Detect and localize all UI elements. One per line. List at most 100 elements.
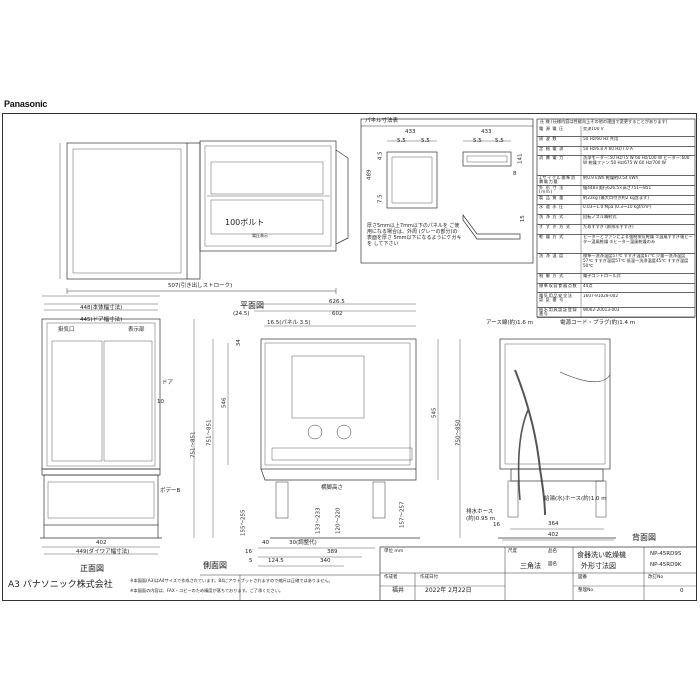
spec-value: 50 Hz/60 Hz 共用	[583, 136, 619, 141]
spec-key: 水 道 水 圧	[539, 204, 564, 210]
tb-regno-label: 整理No	[578, 588, 594, 593]
tb-title: 外形寸法図	[581, 562, 616, 570]
spec-key: 周 波 数	[539, 135, 558, 141]
front-latch: 掛気口	[58, 327, 75, 333]
note-1: ※本図面(A3)はA4サイズで作成されています。B4にアウトプットされますので縮…	[130, 578, 333, 583]
side-panel-dim: 16.5(パネル 3.5)	[267, 320, 311, 326]
front-door-label: ドア	[162, 380, 174, 386]
spec-row: 外 形 寸 法 (mm) 幅448×奥行626.5×高さ751〜851	[537, 185, 695, 196]
panel-w433-b: 433	[481, 129, 492, 135]
tb-name: 食器洗い乾燥機	[577, 551, 626, 559]
panel-h45: 4.5	[377, 151, 384, 161]
side-dim-389: 389	[327, 549, 338, 555]
spec-value: ヒーターとファンによる強制排気乾燥 ①温風すすぎ後ヒーター温風乾燥 ②ヒーター温…	[583, 234, 693, 244]
panel-d55-b: 5.5	[421, 138, 430, 144]
front-door-width: 445(ドア幅寸法)	[80, 317, 123, 323]
spec-value: 標準—洗浄温度57℃ すすぎ温度67℃ 少量—洗浄温度57℃ すすぎ温度57℃ …	[583, 254, 689, 268]
spec-key: 標準収容食器点数	[539, 282, 578, 288]
spec-key: 給水用具認証登録番号	[539, 307, 578, 317]
spec-key: 電 源 電 圧	[539, 126, 564, 131]
tb-date: 2022年 2月22日	[425, 587, 472, 594]
side-h-155: 155〜255	[240, 509, 247, 537]
brand-logo: Panasonic	[4, 99, 48, 109]
tb-model-2: NP-45RD9K	[650, 562, 682, 568]
spec-row: 電 源 電 圧交流100 V	[537, 126, 695, 137]
plan-bolt-sub: 電圧表示	[252, 233, 268, 238]
spec-key: 1サイクル標準消費電力量	[539, 174, 576, 185]
panel-h141: 141	[517, 153, 524, 165]
side-h-157: 157〜257	[399, 501, 406, 529]
side-h-545: 545	[431, 407, 438, 419]
side-h-133: 133〜233	[315, 507, 322, 535]
drawing-frame	[2, 113, 697, 601]
side-view-outline	[212, 303, 461, 567]
side-foot-label: 横脚高さ	[321, 485, 344, 491]
spec-value: 44点	[583, 283, 593, 288]
back-earth-wire: アース線(約)1.6 m	[486, 320, 534, 326]
side-h-546: 546	[221, 397, 228, 409]
spec-key: 外 形 寸 法 (mm)	[539, 184, 564, 194]
spec-title: 仕 様 (仕様内容は性能向上その他の理由で変更することがあります)	[540, 119, 668, 124]
side-dim-16: 16	[245, 549, 252, 555]
side-view-title: 側面図	[203, 561, 227, 570]
tb-maker: 福井	[392, 587, 405, 594]
spec-value: 約22kg (最大口付き約2 kg含まず)	[583, 195, 649, 200]
side-dim-340: 340	[320, 558, 331, 564]
panel-note: 厚さ5mm以上7mm以下のパネルを ご使用になる場合は、外周 (グレーの部分)の…	[367, 223, 462, 247]
front-dim-10: 10	[157, 399, 164, 405]
side-dim-30: 30(調整代)	[289, 540, 317, 546]
tb-date-label: 作成日付	[420, 575, 438, 580]
side-h-751: 751〜851	[206, 419, 213, 447]
tb-model-1: NP-45RD9S	[650, 551, 682, 557]
side-depth-602: 602	[332, 311, 343, 317]
spec-row: す す ぎ 方 式ためすすぎ (節排水すすぎ)	[537, 224, 695, 235]
spec-row: 1サイクル標準消費電力量約0.9 kWh 乾燥約0.54 kWh	[537, 175, 695, 186]
back-view-outline	[498, 338, 616, 541]
spec-row: 周 波 数 50 Hz/60 Hz 共用	[537, 136, 695, 147]
side-dim-5: 5	[249, 558, 253, 564]
side-h-34: 34	[235, 339, 242, 347]
panel-h489: 489	[366, 169, 373, 181]
plan-view-outline	[59, 140, 349, 294]
back-view-title: 背面図	[632, 533, 656, 542]
panel-d55-d: 5.5	[495, 138, 504, 144]
side-depth-245: (24.5)	[233, 311, 250, 317]
front-body-width: 448(本体幅寸法)	[80, 305, 123, 311]
back-power-cord: 電源コード・プラグ(約)1.4 m	[560, 320, 636, 326]
tb-unit: 単位 mm	[384, 549, 404, 554]
company-name: A3 パナソニック株式会社	[8, 580, 113, 590]
front-view-outline	[40, 295, 195, 555]
back-drain-hose: 排水ホース(約)0.95 m	[466, 509, 496, 522]
spec-value: 1607-91028-002	[583, 293, 618, 298]
tb-maker-label: 作成者	[384, 575, 398, 580]
panel-h75: 7.5	[377, 194, 384, 204]
spec-value: 0.03〜1.0 Mpa (0.3〜10 kgf/cm²)	[583, 205, 652, 210]
plan-bolt-label: 100ボルト	[225, 218, 265, 227]
spec-key: 定 格 電 流	[539, 145, 564, 151]
spec-row: 製 品 質 量約22kg (最大口付き約2 kg含まず)	[537, 195, 695, 206]
spec-key: 洗 浄 温 度	[539, 253, 564, 259]
tb-scale-label: 尺度	[508, 549, 517, 554]
panel-d55-c: 5.5	[473, 138, 482, 144]
front-height-range: 751〜851	[190, 431, 197, 459]
plan-stroke-dim: 507(引き出しストローク)	[168, 283, 233, 289]
spec-table: 仕 様 (仕様内容は性能向上その他の理由で変更することがあります) 電 源 電 …	[537, 119, 695, 318]
back-supply-hose: 給湯(水)ホース(約)1.0 m	[544, 496, 607, 502]
front-view-title: 正面図	[80, 564, 104, 573]
spec-row: 制 御 方 式電子コントロール式	[537, 273, 695, 284]
spec-key: す す ぎ 方 式	[539, 223, 571, 229]
back-dim-364: 364	[548, 521, 559, 527]
back-dim-16: 16	[493, 522, 500, 528]
side-depth-626: 626.5	[329, 299, 345, 305]
spec-row: 洗 浄 方 式回転ノズル噴射式	[537, 214, 695, 225]
panel-table-title: パネル寸法表	[365, 118, 399, 124]
spec-value: 幅448×奥行626.5×高さ751〜851	[583, 185, 652, 190]
tb-edition-label: 改訂No	[648, 575, 664, 580]
tb-edition: 0	[680, 588, 684, 594]
panel-w433-a: 433	[405, 129, 416, 135]
